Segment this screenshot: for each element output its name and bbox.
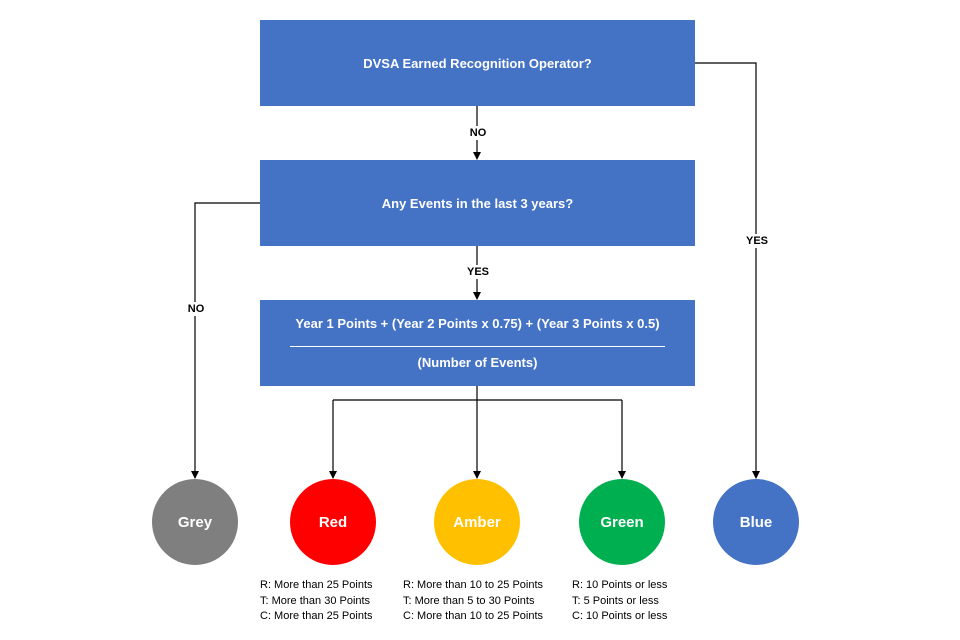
red-criteria-t: T: More than 30 Points (260, 594, 371, 607)
blue-rating-label: Blue (739, 513, 773, 531)
earned-recognition-decision-box: DVSA Earned Recognition Operator? (260, 20, 695, 106)
green-rating-label: Green (600, 513, 644, 531)
amber-criteria-t: T: More than 5 to 30 Points (403, 594, 535, 607)
green-criteria-c: C: 10 Points or less (572, 610, 668, 622)
edge-label-yes-to-formula: YES (464, 265, 492, 279)
amber-criteria-c: C: More than 10 to 25 Points (403, 610, 544, 622)
green-criteria-t: T: 5 Points or less (572, 594, 659, 607)
earned-recognition-question: DVSA Earned Recognition Operator? (363, 55, 592, 71)
red-rating-circle: Red (290, 479, 376, 565)
formula-fraction-bar (290, 346, 665, 347)
grey-rating-label: Grey (177, 513, 213, 531)
red-criteria-c: C: More than 25 Points (260, 610, 373, 622)
edge-label-no-to-grey: NO (185, 302, 207, 316)
connector-no-to-grey (191, 202, 260, 479)
amber-rating-label: Amber (453, 513, 501, 531)
amber-criteria-r: R: More than 10 to 25 Points (403, 579, 544, 591)
events-decision-box: Any Events in the last 3 years? (260, 160, 695, 246)
amber-rating-circle: Amber (434, 479, 520, 565)
green-criteria: R: 10 Points or less T: 5 Points or less… (572, 578, 667, 625)
edge-label-yes-to-blue: YES (743, 234, 771, 248)
amber-criteria: R: More than 10 to 25 Points T: More tha… (403, 578, 543, 625)
red-criteria-r: R: More than 25 Points (260, 579, 373, 591)
formula-denominator: (Number of Events) (417, 355, 538, 370)
events-question: Any Events in the last 3 years? (381, 195, 574, 211)
blue-rating-circle: Blue (713, 479, 799, 565)
grey-rating-circle: Grey (152, 479, 238, 565)
formula-numerator: Year 1 Points + (Year 2 Points x 0.75) +… (295, 316, 660, 331)
red-rating-label: Red (318, 513, 348, 531)
green-criteria-r: R: 10 Points or less (572, 579, 668, 591)
formula-box: Year 1 Points + (Year 2 Points x 0.75) +… (260, 300, 695, 386)
edge-label-no-to-events: NO (467, 126, 489, 140)
connector-yes-to-blue (695, 62, 760, 479)
red-criteria: R: More than 25 Points T: More than 30 P… (260, 578, 373, 625)
green-rating-circle: Green (579, 479, 665, 565)
